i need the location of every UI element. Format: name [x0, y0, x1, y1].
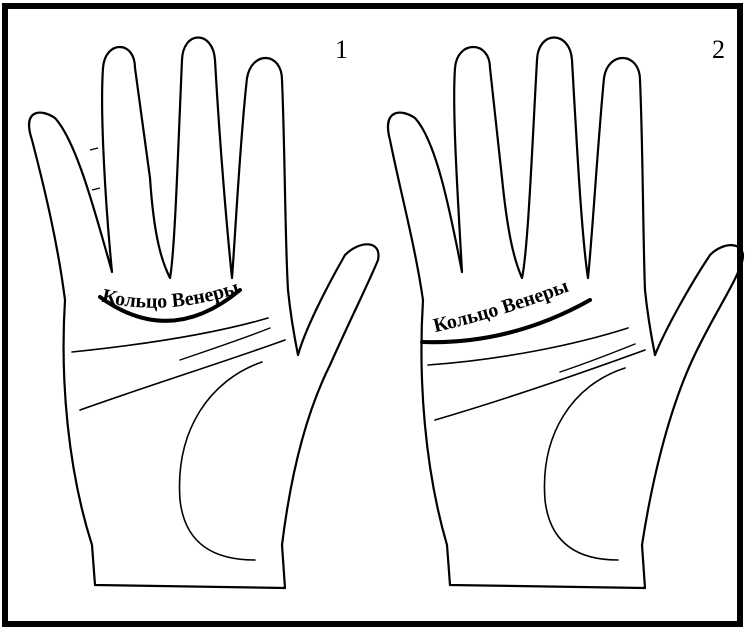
hand-1-heart-line: [72, 318, 268, 352]
hand-1-head-line: [80, 340, 285, 410]
hand-2-life-line: [544, 368, 625, 560]
panel-1-number: 1: [335, 35, 348, 64]
hand-1: Кольцо Венеры: [29, 38, 378, 589]
hand-1-mark-a: [90, 148, 98, 150]
hand-2-head-line: [435, 350, 645, 420]
hand-2-heart-line: [428, 328, 628, 365]
hand-1-life-line: [180, 362, 262, 560]
hand-1-minor-line: [180, 328, 270, 360]
hand-2: Кольцо Венеры: [388, 38, 743, 589]
hand-1-ring-label: Кольцо Венеры: [100, 276, 242, 313]
hand-2-ring-label: Кольцо Венеры: [431, 275, 572, 337]
hand-1-mark-b: [92, 188, 100, 190]
figure-border: [5, 6, 740, 624]
panel-2-number: 2: [712, 35, 725, 64]
